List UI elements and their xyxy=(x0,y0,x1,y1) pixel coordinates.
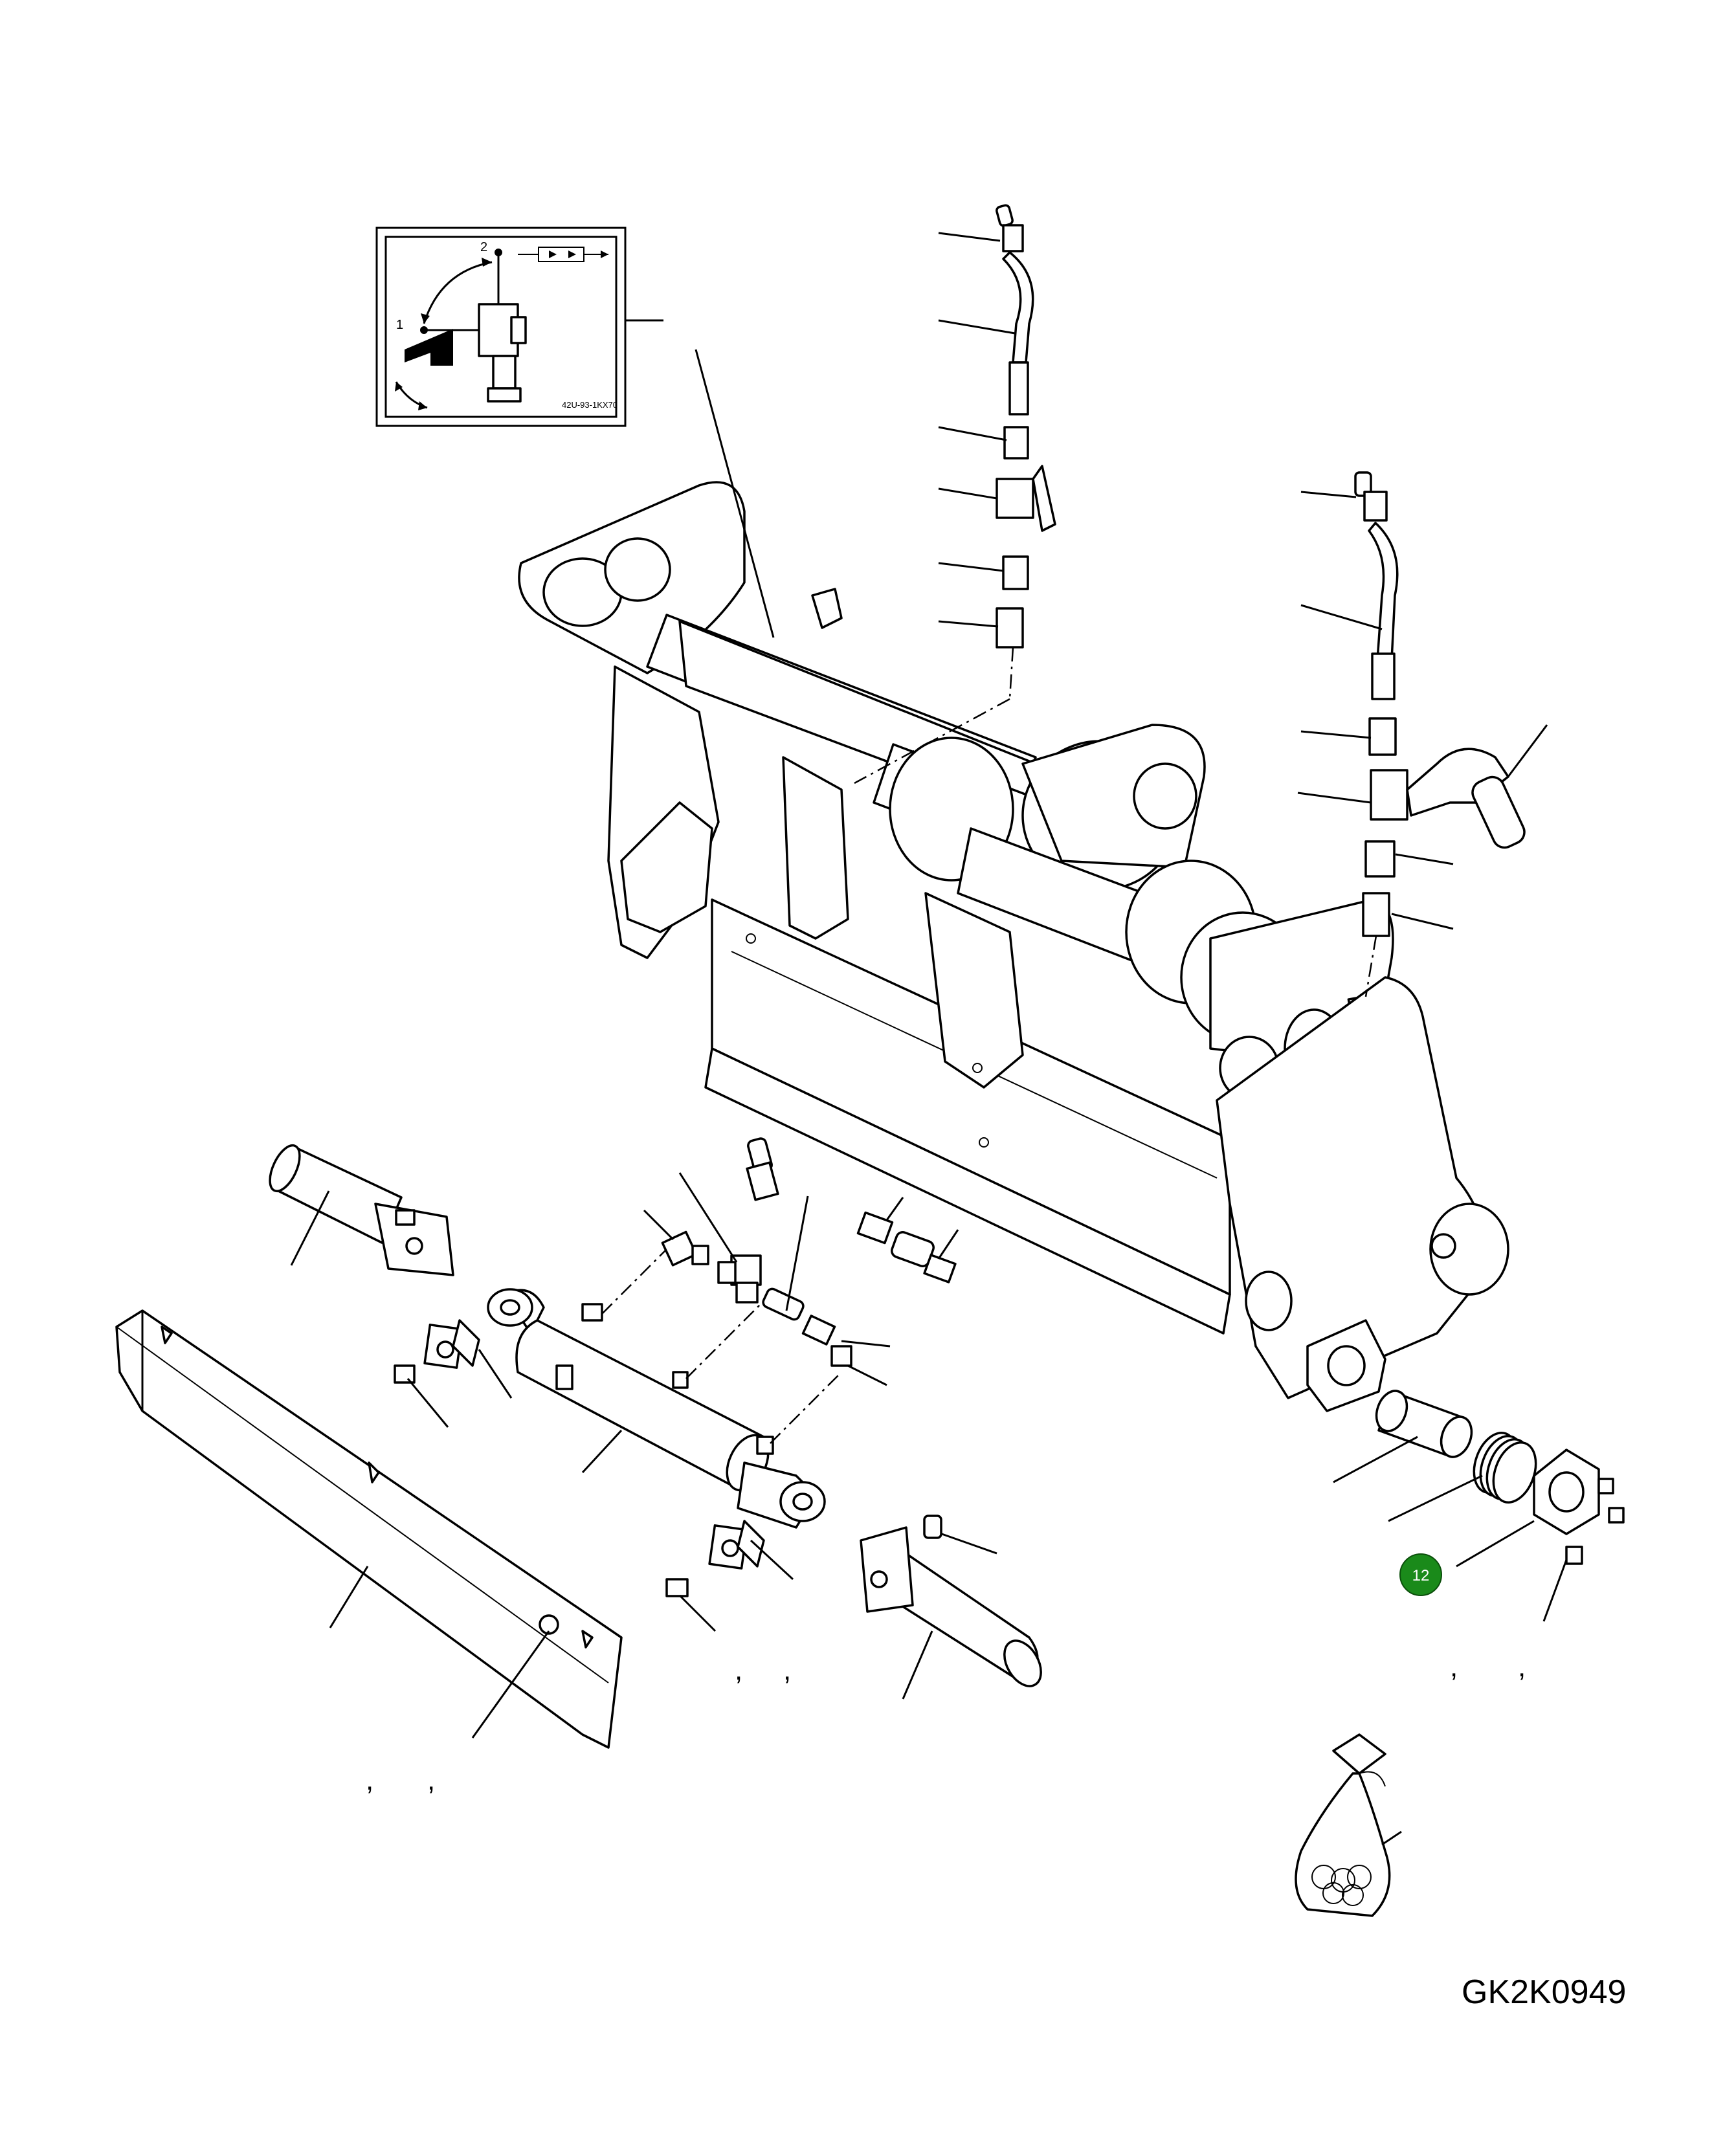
leader-line xyxy=(1391,913,1454,930)
leader-line xyxy=(1395,853,1454,865)
drawing-code: GK2K0949 xyxy=(1462,1973,1627,2011)
leader-line xyxy=(406,1378,449,1428)
leader-line xyxy=(847,1364,887,1386)
hose-assembly-left xyxy=(854,204,1056,784)
callout-number[interactable]: 12 xyxy=(1412,1567,1430,1584)
inset-label-1: 1 xyxy=(396,318,403,332)
leader-line xyxy=(1300,491,1357,498)
leader-line xyxy=(1333,1436,1418,1483)
leader-line xyxy=(885,1197,904,1221)
separator-comma: , xyxy=(1518,1651,1526,1683)
cover-plate xyxy=(115,1309,623,1749)
separator-comma: , xyxy=(427,1764,435,1796)
valve-fittings xyxy=(661,1137,957,1367)
leader-line xyxy=(938,426,1007,441)
leader-line xyxy=(938,562,1004,572)
leader-line xyxy=(1388,1474,1483,1522)
leader-line xyxy=(750,1539,794,1581)
separator-comma: , xyxy=(735,1654,742,1686)
leader-line xyxy=(785,1195,809,1311)
leader-line xyxy=(938,487,997,500)
leader-line xyxy=(329,1566,369,1628)
leader-line xyxy=(581,1429,623,1474)
inset-plate: 2 1 42U-93-1KX70 xyxy=(375,227,627,427)
callout-circle[interactable] xyxy=(1399,1553,1442,1596)
leader-line xyxy=(1507,724,1548,777)
separator-comma: , xyxy=(783,1654,791,1686)
leader-line xyxy=(643,1209,674,1241)
leader-line xyxy=(937,1229,959,1260)
leader-line xyxy=(1542,1559,1568,1622)
leader-line xyxy=(1456,1520,1535,1568)
leader-line xyxy=(678,1594,717,1632)
leader-line xyxy=(938,232,1001,242)
plate-and-bolt-left xyxy=(394,1319,765,1597)
leader-line xyxy=(695,349,775,638)
leader-line xyxy=(1300,730,1372,739)
leader-line xyxy=(1297,792,1372,804)
bushing-spring-flange xyxy=(1375,1390,1625,1565)
leader-line xyxy=(938,620,999,628)
pin-with-clevis-upper xyxy=(269,1144,454,1276)
pin-with-clevis-lower xyxy=(860,1515,1042,1687)
leader-line xyxy=(841,1340,891,1348)
leader-line xyxy=(678,1172,738,1263)
coupler-frame xyxy=(518,481,1509,1412)
leader-line xyxy=(1300,604,1383,630)
hose-assembly-right xyxy=(1354,471,1526,997)
hydraulic-cylinder xyxy=(487,1242,842,1529)
leader-line xyxy=(290,1190,330,1266)
leader-line xyxy=(941,1533,997,1555)
inset-label-2: 2 xyxy=(480,240,487,254)
parts-bag xyxy=(1295,1733,1391,1917)
leader-line xyxy=(478,1349,513,1399)
leader-line xyxy=(1381,1830,1402,1846)
inset-code: 42U-93-1KX70 xyxy=(562,400,618,410)
leader-line xyxy=(902,1630,933,1700)
callout-12[interactable]: 12 xyxy=(1399,1553,1442,1596)
leader-line xyxy=(938,319,1016,335)
separator-comma: , xyxy=(366,1764,373,1796)
separator-comma: , xyxy=(1450,1651,1458,1683)
leader-line xyxy=(471,1630,550,1738)
